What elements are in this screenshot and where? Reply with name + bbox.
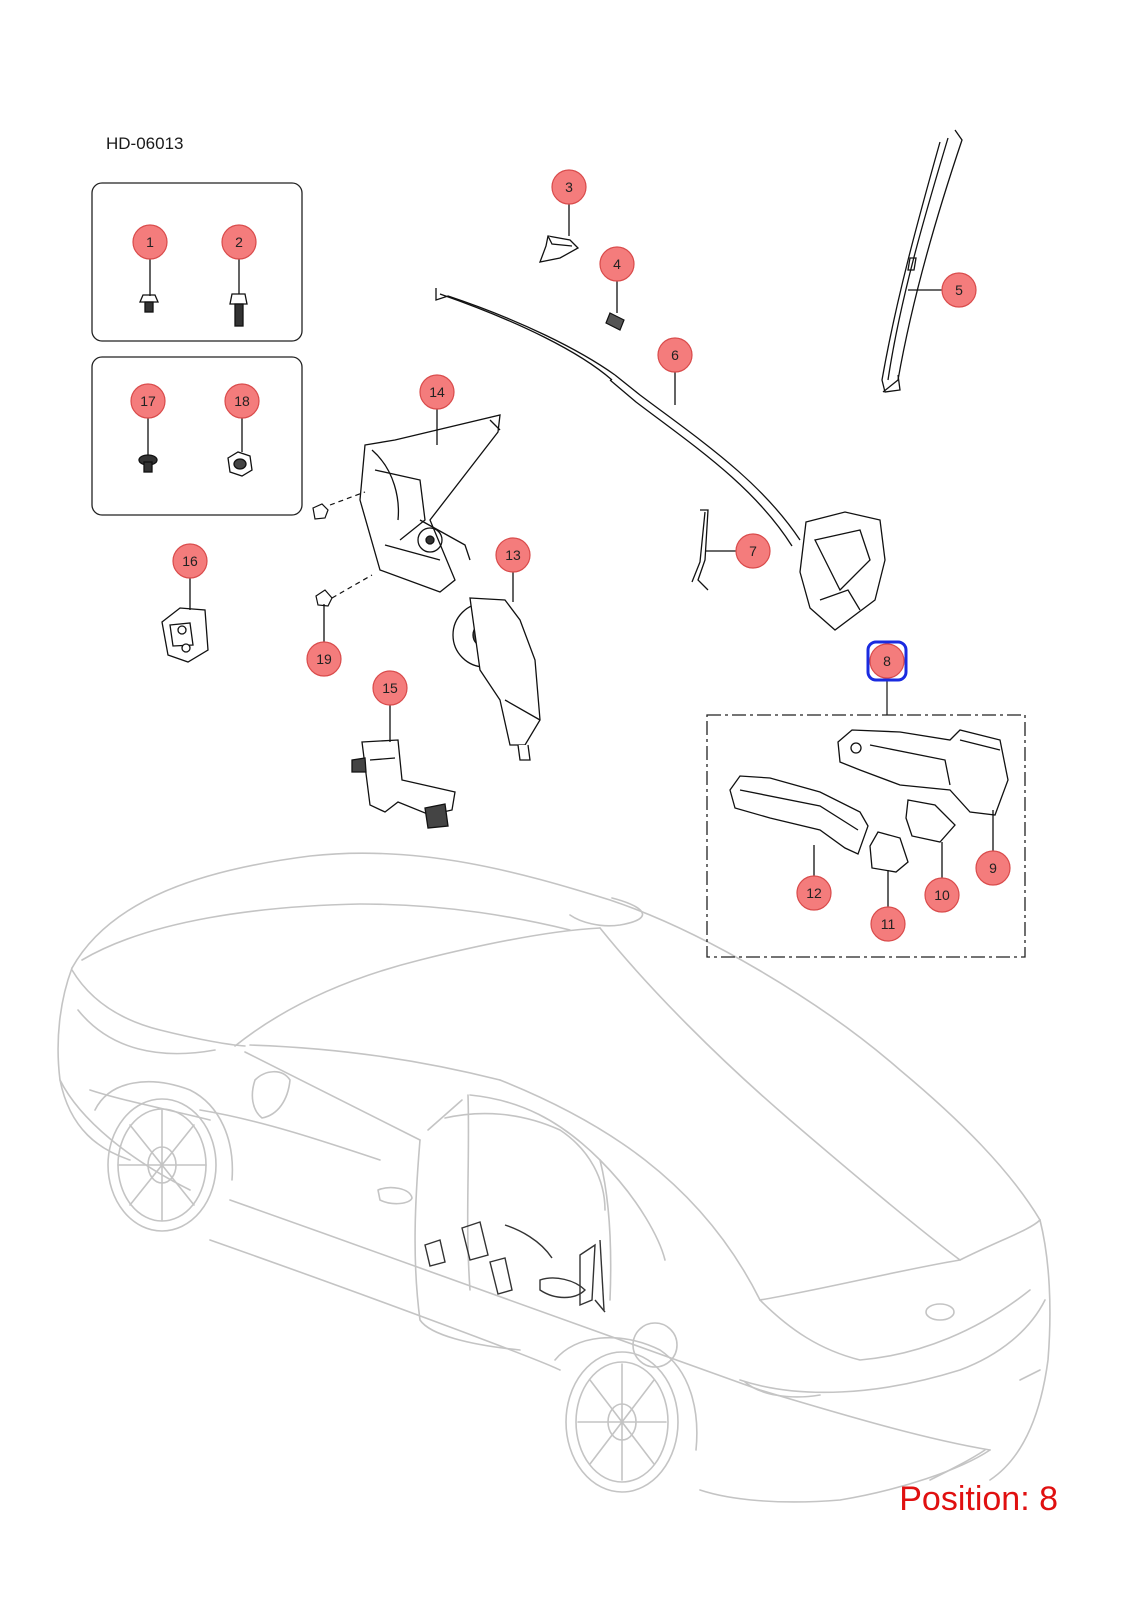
- part-screws-14: [312, 491, 373, 607]
- callout-3-label: 3: [565, 179, 573, 195]
- callout-16[interactable]: 16: [172, 543, 208, 579]
- callout-leader-lines: [147, 203, 994, 907]
- callout-10[interactable]: 10: [924, 877, 960, 913]
- callout-14[interactable]: 14: [419, 374, 455, 410]
- part-bolt-1: [139, 294, 159, 313]
- callout-6[interactable]: 6: [657, 337, 693, 373]
- callout-8-label: 8: [883, 653, 891, 669]
- kit-box-fasteners-1-2: [91, 182, 303, 342]
- callout-12[interactable]: 12: [796, 875, 832, 911]
- callout-1[interactable]: 1: [132, 224, 168, 260]
- callout-12-label: 12: [806, 885, 822, 901]
- callout-9-label: 9: [989, 860, 997, 876]
- callout-9[interactable]: 9: [975, 850, 1011, 886]
- part-screw-17: [138, 454, 158, 473]
- callout-13[interactable]: 13: [495, 537, 531, 573]
- diagram-code: HD-06013: [106, 134, 184, 153]
- callout-11[interactable]: 11: [870, 906, 906, 942]
- callout-18[interactable]: 18: [224, 383, 260, 419]
- callout-19-label: 19: [316, 651, 332, 667]
- callout-14-label: 14: [429, 384, 445, 400]
- car-outline: [57, 852, 1051, 1503]
- part-handle-frame-9: [837, 729, 1009, 816]
- callout-17-label: 17: [140, 393, 156, 409]
- callout-2-label: 2: [235, 234, 243, 250]
- callout-7-label: 7: [749, 543, 757, 559]
- installed-parts-in-door: [424, 1221, 606, 1313]
- callout-18-label: 18: [234, 393, 250, 409]
- callout-4-label: 4: [613, 256, 621, 272]
- callout-4[interactable]: 4: [599, 246, 635, 282]
- part-bracket-15: [351, 739, 456, 829]
- callout-11-label: 11: [881, 916, 896, 932]
- callout-17[interactable]: 17: [130, 383, 166, 419]
- part-spring-4: [605, 312, 625, 331]
- callout-8-selection-highlight: [866, 640, 908, 682]
- kit-box-fasteners-17-18: [91, 356, 303, 516]
- part-outside-handle-12: [729, 775, 869, 855]
- callout-8[interactable]: 8: [866, 640, 908, 682]
- part-nut-18: [227, 451, 253, 477]
- callout-13-label: 13: [505, 547, 521, 563]
- callout-3[interactable]: 3: [551, 169, 587, 205]
- callout-16-label: 16: [182, 553, 198, 569]
- callout-10-label: 10: [934, 887, 950, 903]
- part-handle-cap-10: [905, 799, 956, 843]
- callout-15-label: 15: [382, 680, 398, 696]
- part-window-regulator-14: [359, 414, 501, 593]
- callout-1-label: 1: [146, 234, 154, 250]
- callout-7[interactable]: 7: [735, 533, 771, 569]
- part-window-motor-13: [452, 597, 541, 761]
- callout-5[interactable]: 5: [941, 272, 977, 308]
- position-indicator: Position: 8: [899, 1480, 1058, 1518]
- part-glass-run-5: [881, 129, 963, 393]
- handle-assembly-box: [706, 714, 1026, 958]
- part-cable-latch-6: [435, 288, 886, 631]
- callout-2[interactable]: 2: [221, 224, 257, 260]
- callout-6-label: 6: [671, 347, 679, 363]
- part-bolt-2: [229, 293, 248, 327]
- callout-15[interactable]: 15: [372, 670, 408, 706]
- callout-5-label: 5: [955, 282, 963, 298]
- callout-19[interactable]: 19: [306, 641, 342, 677]
- part-handle-cover-11: [869, 831, 909, 873]
- part-striker-16: [161, 607, 209, 663]
- part-clip-3: [538, 235, 580, 263]
- part-rod-7: [691, 509, 709, 591]
